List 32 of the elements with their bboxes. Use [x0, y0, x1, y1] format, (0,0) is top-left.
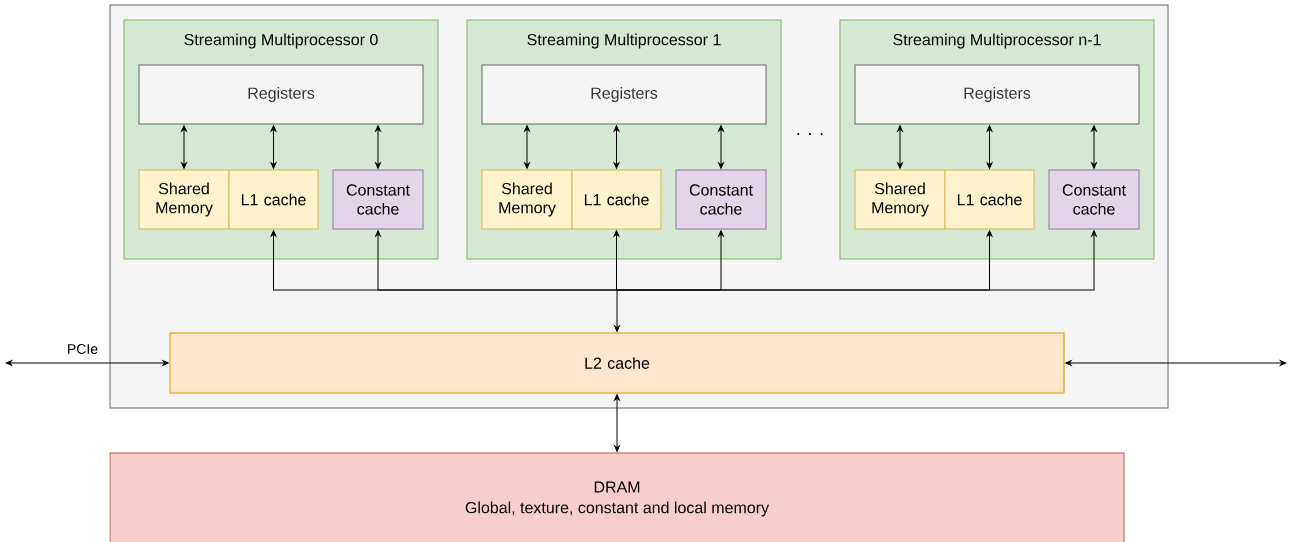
- arrow: [524, 125, 530, 169]
- arrow: [1065, 360, 1287, 366]
- memory-box: Shared Memory: [854, 169, 946, 230]
- arrow: [614, 289, 620, 332]
- register-box: Registers: [854, 64, 1140, 125]
- arrow: [613, 230, 620, 291]
- arrow: [616, 230, 1097, 291]
- memory-box: DRAM Global, texture, constant and local memory: [109, 452, 1125, 542]
- arrow: [614, 394, 620, 452]
- register-box: Registers: [481, 64, 767, 125]
- edge-label: PCIe: [68, 344, 98, 354]
- cache-box: Constant cache: [332, 169, 424, 230]
- memory-box: Shared Memory: [481, 169, 573, 230]
- cache-box: L1 cache: [571, 169, 662, 230]
- cache-box: Constant cache: [1048, 169, 1140, 230]
- arrow: [5, 360, 169, 366]
- cache-box: L2 cache: [169, 332, 1065, 394]
- arrow: [986, 125, 993, 169]
- arrow: [270, 125, 277, 169]
- arrow: [375, 125, 381, 169]
- cache-box: L1 cache: [944, 169, 1035, 230]
- memory-box: Shared Memory: [138, 169, 230, 230]
- cache-box: L1 cache: [228, 169, 319, 230]
- arrow: [375, 230, 618, 291]
- arrow: [897, 125, 903, 169]
- arrow: [1091, 125, 1097, 169]
- ellipsis: . . .: [797, 133, 823, 135]
- register-box: Registers: [138, 64, 424, 125]
- arrow: [613, 125, 620, 169]
- arrow: [718, 125, 724, 169]
- cache-box: Constant cache: [675, 169, 767, 230]
- arrow: [181, 125, 187, 169]
